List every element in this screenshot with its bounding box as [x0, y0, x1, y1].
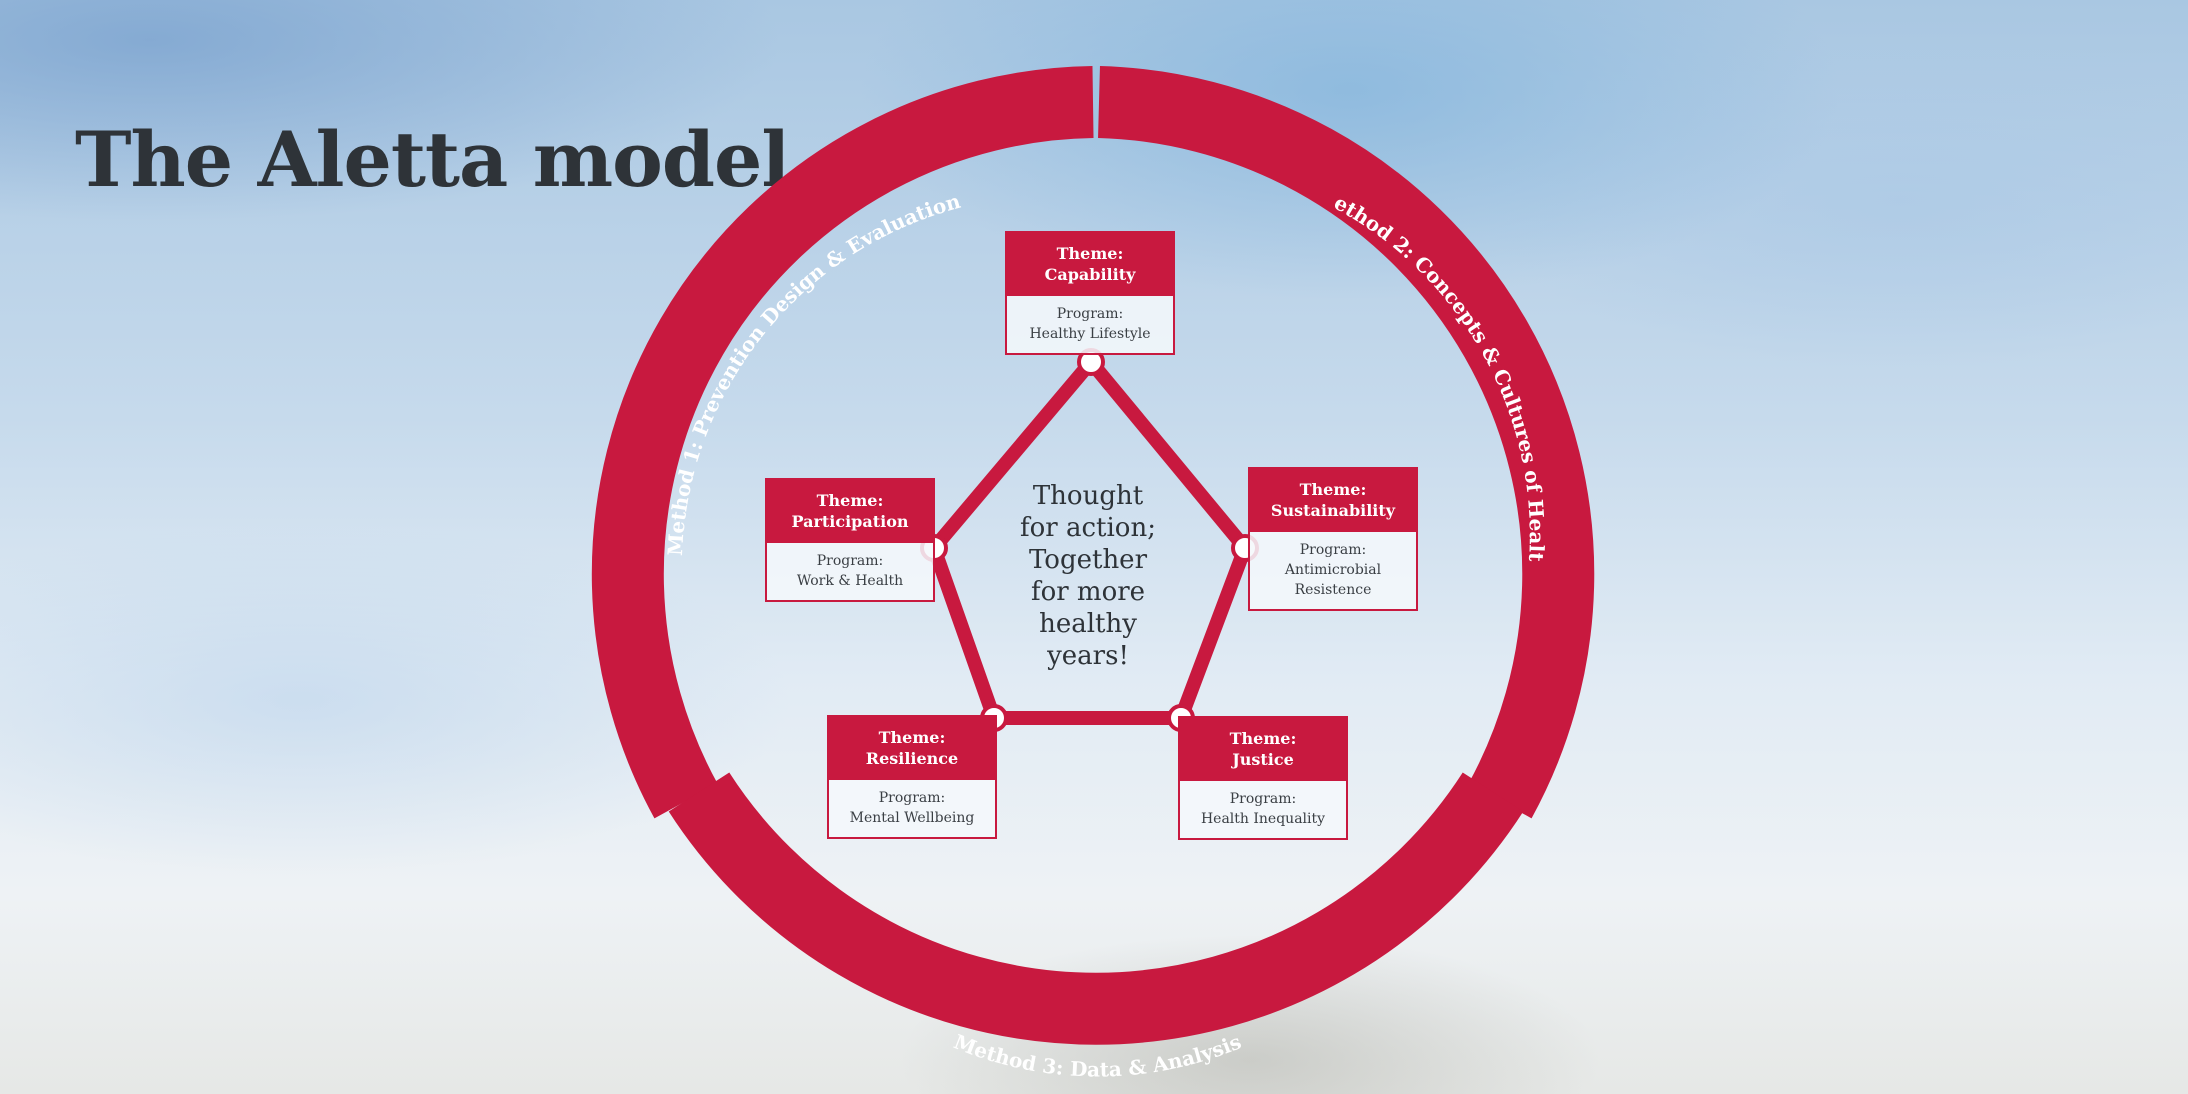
theme-card-capability: Theme: Capability Program: Healthy Lifes… [1005, 231, 1175, 355]
theme-name: Sustainability [1270, 501, 1396, 520]
theme-name: Participation [791, 512, 909, 531]
theme-name: Capability [1044, 265, 1136, 284]
theme-prefix: Theme: [1299, 480, 1367, 499]
theme-prefix: Theme: [816, 491, 884, 510]
slogan-line: years! [1047, 641, 1129, 671]
method-ring [591, 66, 1595, 1045]
theme-card-justice: Theme: Justice Program: Health Inequalit… [1178, 716, 1348, 840]
theme-card-participation: Theme: Participation Program: Work & Hea… [765, 478, 935, 602]
theme-card-resilience: Theme: Resilience Program: Mental Wellbe… [827, 715, 997, 839]
method-1-segment [591, 66, 1094, 819]
program-info: Program: Healthy Lifestyle [1007, 296, 1173, 353]
theme-name: Resilience [865, 749, 959, 768]
theme-heading: Theme: Sustainability [1250, 469, 1416, 532]
program-name: Healthy Lifestyle [1029, 326, 1151, 342]
program-info: Program: Health Inequality [1180, 781, 1346, 838]
slogan-line: for more [1030, 577, 1146, 607]
page-title: The Aletta model [75, 115, 790, 204]
slogan-line: healthy [1039, 609, 1137, 639]
program-prefix: Program: [1056, 306, 1124, 322]
method-3-segment [668, 772, 1524, 1045]
program-prefix: Program: [1299, 542, 1367, 558]
program-info: Program: Work & Health [767, 543, 933, 600]
theme-heading: Theme: Justice [1180, 718, 1346, 781]
program-name: Resistence [1294, 582, 1372, 598]
theme-heading: Theme: Resilience [829, 717, 995, 780]
theme-name: Justice [1232, 750, 1294, 769]
program-name: Antimicrobial [1284, 562, 1382, 578]
program-name: Mental Wellbeing [849, 810, 975, 826]
program-name: Health Inequality [1200, 811, 1326, 827]
slogan-line: Together [1028, 545, 1147, 575]
program-prefix: Program: [878, 790, 946, 806]
theme-heading: Theme: Capability [1007, 233, 1173, 296]
theme-prefix: Theme: [1056, 244, 1124, 263]
program-name: Work & Health [796, 573, 904, 589]
theme-card-sustainability: Theme: Sustainability Program: Antimicro… [1248, 467, 1418, 611]
method-2-segment [1097, 66, 1595, 819]
theme-prefix: Theme: [1229, 729, 1297, 748]
program-prefix: Program: [816, 553, 884, 569]
slogan-line: Thought [1032, 481, 1144, 511]
theme-heading: Theme: Participation [767, 480, 933, 543]
program-info: Program: Mental Wellbeing [829, 780, 995, 837]
program-prefix: Program: [1229, 791, 1297, 807]
center-slogan: Thought for action; Together for more he… [988, 480, 1188, 672]
theme-prefix: Theme: [878, 728, 946, 747]
slogan-line: for action; [1020, 513, 1156, 543]
program-info: Program: Antimicrobial Resistence [1250, 532, 1416, 609]
theme-pentagon [927, 355, 1252, 725]
